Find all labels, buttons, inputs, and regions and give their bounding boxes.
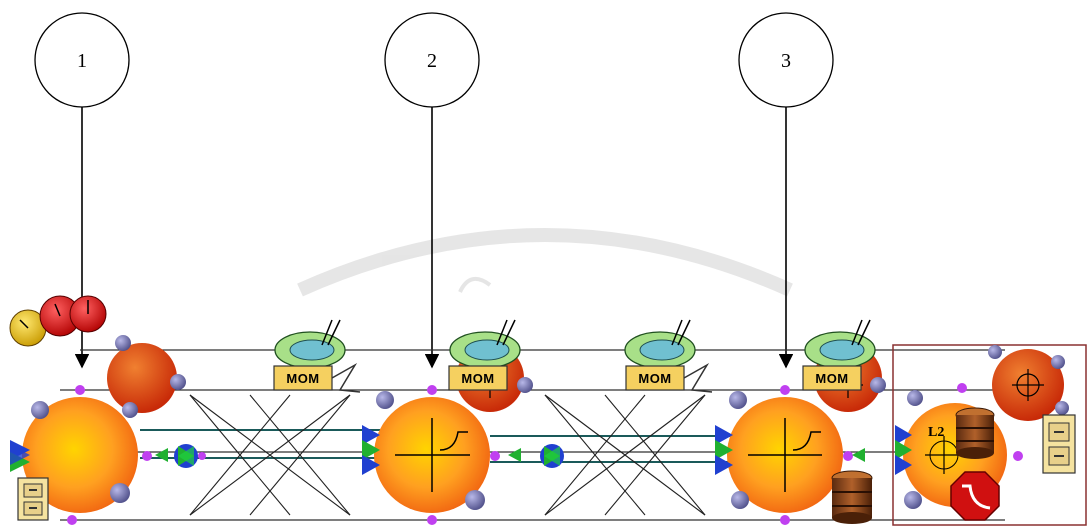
stop-sign-icon (950, 471, 1000, 521)
mom-device-1[interactable]: MOM (273, 319, 361, 393)
gauge-cluster-icon (9, 295, 107, 347)
mom-badge-3: MOM (638, 371, 671, 386)
highlight-box (892, 344, 1087, 526)
filing-cabinet-icon (1042, 414, 1076, 474)
crosshair-icon (1012, 369, 1044, 401)
barrel-icon (955, 407, 995, 459)
mom-badge-4: MOM (815, 371, 848, 386)
filing-cabinet-icon (17, 477, 49, 521)
callout-3-label: 3 (781, 50, 791, 72)
callout-2: 2 (384, 12, 480, 369)
mom-badge-2: MOM (461, 371, 494, 386)
level-label: L2 (928, 425, 944, 440)
cross-links-2 (544, 394, 706, 516)
mom-device-3[interactable]: MOM (624, 319, 713, 393)
callout-3: 3 (738, 12, 834, 369)
cross-links-1 (189, 394, 351, 516)
callout-1-label: 1 (77, 50, 87, 72)
callout-2-label: 2 (427, 50, 437, 72)
mom-device-4[interactable]: MOM (802, 319, 876, 391)
watermark-arcs (297, 228, 793, 297)
mom-device-2[interactable]: MOM (448, 319, 521, 391)
barrel-icon (831, 470, 873, 524)
connector-2 (508, 444, 564, 468)
mom-badge-1: MOM (286, 371, 319, 386)
process-node-1[interactable] (10, 335, 186, 525)
connector-1 (155, 444, 206, 468)
